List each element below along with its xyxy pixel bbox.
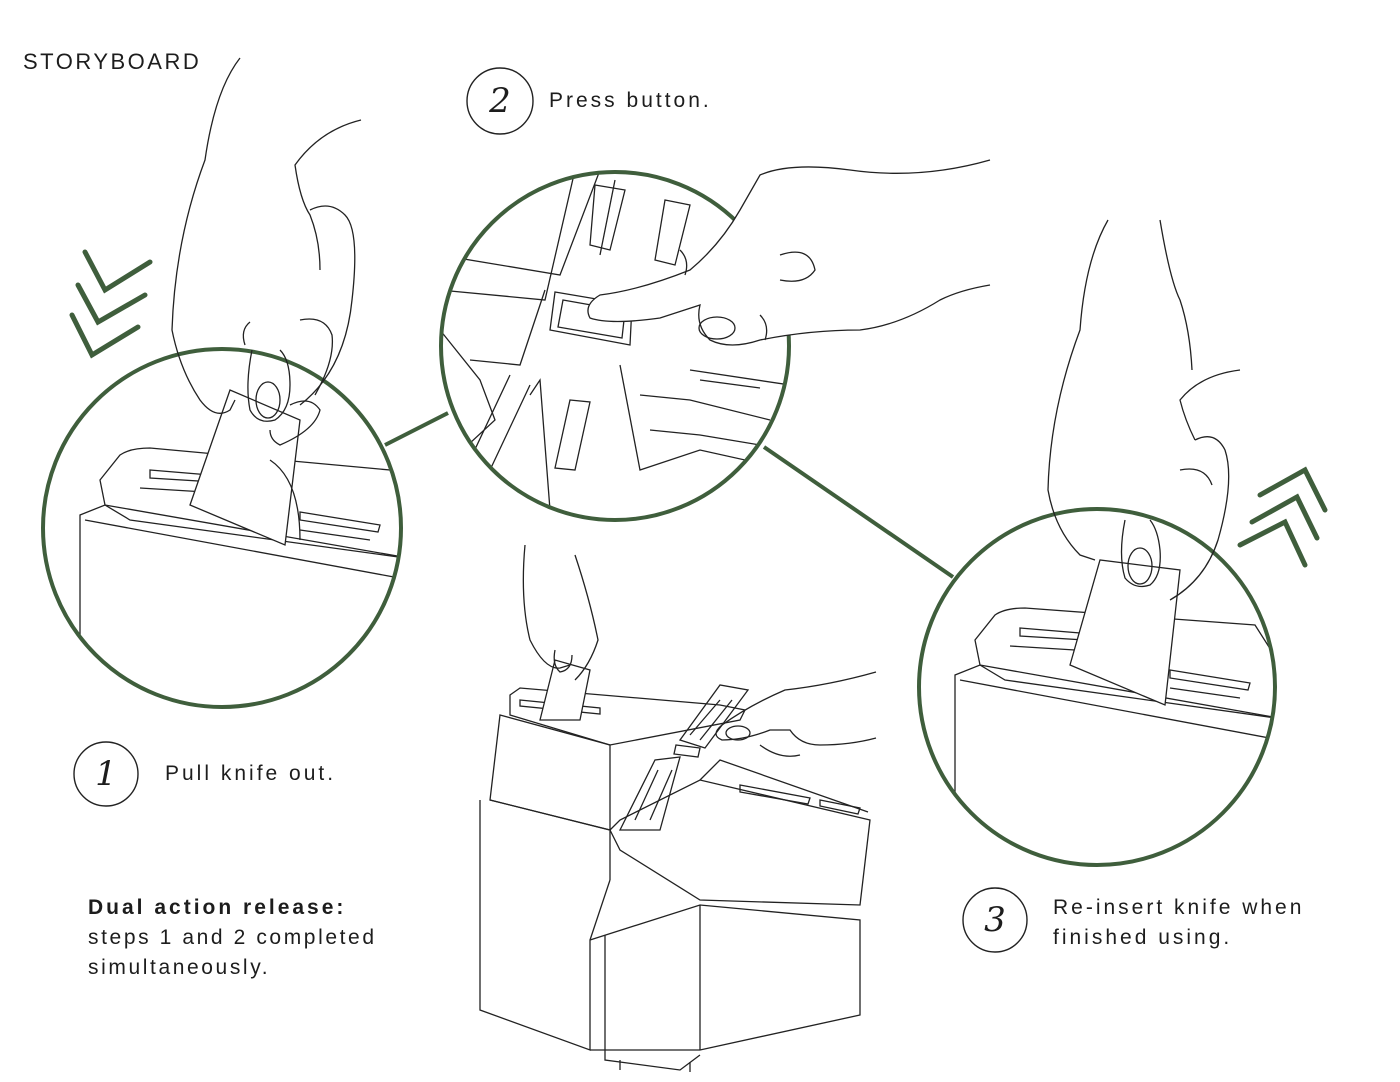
up-arrow-chevrons	[1240, 470, 1325, 565]
step1-instruction: Pull knife out.	[165, 762, 336, 786]
step3-number-badge: 3	[965, 890, 1025, 950]
step1-number-badge: 1	[76, 744, 136, 804]
step1-detail-circle	[43, 349, 401, 707]
step1-number: 1	[76, 744, 136, 804]
step3-detail-illustration	[955, 560, 1300, 880]
step3-detail-circle	[919, 509, 1275, 865]
step3-instruction: Re-insert knife when finished using.	[1053, 893, 1304, 953]
knife-block-product-illustration	[480, 545, 876, 1072]
note-line2: simultaneously.	[88, 953, 377, 983]
dual-action-note: Dual action release: steps 1 and 2 compl…	[88, 893, 377, 983]
note-heading: Dual action release:	[88, 893, 377, 923]
step2-instruction: Press button.	[549, 89, 712, 113]
step2-number-badge: 2	[470, 71, 530, 131]
hand-step3	[1048, 220, 1240, 600]
connector-lines	[385, 413, 953, 577]
step3-number: 3	[965, 890, 1025, 950]
page-title: STORYBOARD	[23, 49, 201, 75]
note-line1: steps 1 and 2 completed	[88, 923, 377, 953]
hand-step2	[588, 160, 990, 345]
step3-instruction-line2: finished using.	[1053, 923, 1304, 953]
down-arrow-chevrons	[72, 252, 150, 355]
step3-instruction-line1: Re-insert knife when	[1053, 893, 1304, 923]
step2-number: 2	[470, 71, 530, 131]
